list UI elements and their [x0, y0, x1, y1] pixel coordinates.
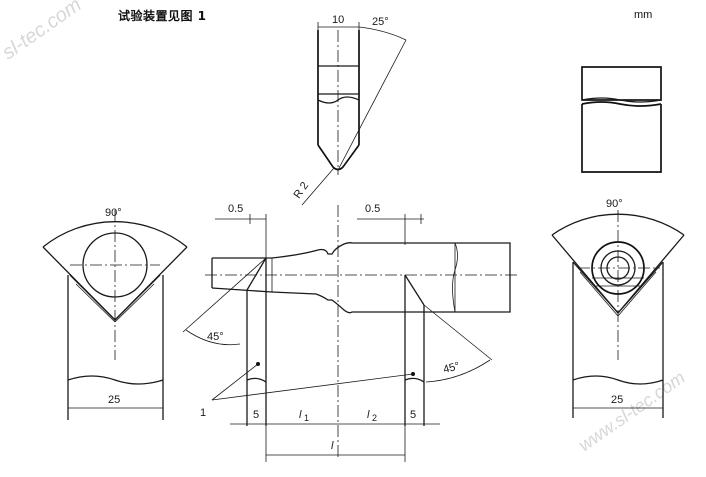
left-support-side-view: [246, 257, 267, 426]
striker-angle-dimension: 25°: [337, 16, 407, 171]
right-bevel-dimension: 45°: [423, 304, 493, 383]
l2-subscript: 2: [372, 413, 377, 423]
left-v-angle-label: 90°: [105, 207, 122, 219]
striker-radius-dimension: R 2: [292, 167, 335, 206]
left-edge-label: 5: [253, 409, 259, 421]
striker-angle-label: 25°: [372, 16, 389, 28]
watermark-top-left: sl-tec.com: [0, 0, 86, 64]
striker-width-label: 10: [332, 14, 344, 26]
watermark-bottom-right: www.sl-tec.com: [575, 367, 689, 455]
specimen-end-view: [581, 66, 662, 173]
bottom-dimensions: 5 5 l 1 l 2 l: [230, 409, 440, 462]
striker-width-dimension: 10: [317, 14, 360, 32]
l2-label: l: [367, 409, 370, 421]
right-support-end-view: 90° 25: [551, 198, 685, 418]
right-v-angle-label: 90°: [606, 198, 623, 210]
right-support-width-label: 25: [611, 394, 623, 406]
figure-title: 试验装置见图 1: [118, 9, 207, 23]
callout-label: 1: [200, 407, 206, 419]
unit-label: mm: [634, 9, 653, 21]
left-gap-dimension: 0.5: [215, 203, 267, 260]
l1-label: l: [299, 409, 302, 421]
striker: [317, 30, 360, 175]
specimen-side-view: [205, 242, 520, 314]
left-support-width-label: 25: [108, 394, 120, 406]
right-gap-label: 0.5: [365, 203, 380, 215]
right-edge-label: 5: [410, 409, 416, 421]
left-gap-label: 0.5: [228, 203, 243, 215]
right-bevel-label: 45°: [442, 360, 461, 376]
l-total-label: l: [331, 440, 334, 452]
left-bevel-dimension: 45°: [182, 257, 267, 346]
left-bevel-label: 45°: [207, 331, 224, 343]
left-support-end-view: 90° 25: [42, 207, 188, 420]
right-support-side-view: [404, 274, 425, 426]
right-gap-dimension: 0.5: [357, 203, 424, 245]
callout-1: 1: [200, 363, 414, 419]
l1-subscript: 1: [304, 413, 309, 423]
